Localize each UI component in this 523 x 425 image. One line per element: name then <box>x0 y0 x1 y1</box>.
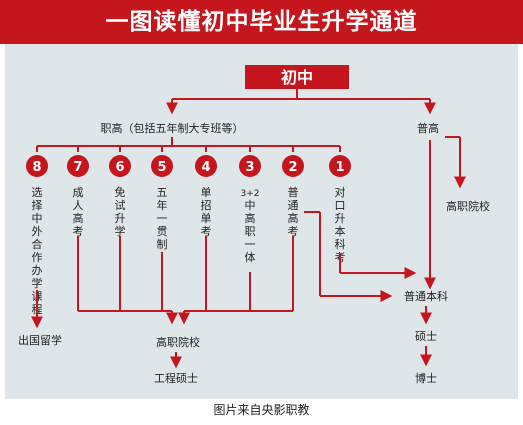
right-vocational-college: 高职院校 <box>446 199 490 213</box>
route-1-label: 对口升本科考 <box>335 185 346 264</box>
root-connectors <box>166 89 436 115</box>
route-7-label: 成人高考 <box>73 186 84 238</box>
root-label: 初中 <box>281 68 313 87</box>
route-4-number: 4 <box>201 160 210 175</box>
route-7-circle <box>67 155 89 177</box>
route-2-circle <box>282 155 304 177</box>
route-connectors <box>36 137 341 152</box>
route-8-number: 8 <box>32 160 41 175</box>
route-3-circle <box>239 155 261 177</box>
route-5-circle <box>151 155 173 177</box>
vocational-college-connectors <box>77 236 294 325</box>
general-high-connectors <box>424 136 466 290</box>
master: 硕士 <box>415 330 437 343</box>
header-banner: 一图读懂初中毕业生升学通道 <box>0 0 523 44</box>
doctor: 博士 <box>415 372 437 385</box>
general-high-label: 普高 <box>417 121 439 135</box>
route-1-number: 1 <box>335 160 344 175</box>
route1-connectors <box>339 253 417 279</box>
root-box <box>245 65 349 89</box>
route-7-number: 7 <box>73 160 82 175</box>
route-8-circle <box>26 155 48 177</box>
image-caption: 图片来自央影职教 <box>213 403 310 417</box>
route-4-circle <box>195 155 217 177</box>
route-6-circle <box>109 155 131 177</box>
route-2-number: 2 <box>288 160 297 175</box>
route-2-label: 普通高考 <box>288 185 299 238</box>
route-5-label: 五年一贯制 <box>157 186 168 251</box>
vocational-college: 高职院校 <box>156 335 200 349</box>
route-5-number: 5 <box>157 160 166 175</box>
regular-undergrad: 普通本科 <box>404 289 448 303</box>
engineering-master: 工程硕士 <box>154 372 198 385</box>
route-1-circle <box>329 155 351 177</box>
route-list: 8选择中外合作办学课程7成人高考6免试升学5五年一贯制4单招单考33+2中高职一… <box>26 155 351 316</box>
route-4-label: 单招单考 <box>201 186 212 238</box>
study-abroad: 出国留学 <box>18 333 62 347</box>
page-title: 一图读懂初中毕业生升学通道 <box>105 9 418 35</box>
route2-connectors <box>304 211 393 302</box>
vocational-high-label: 职高（包括五年制大专班等） <box>101 121 244 135</box>
route-6-label: 免试升学 <box>115 185 126 238</box>
route-6-number: 6 <box>115 160 124 175</box>
route-3-number: 3 <box>245 160 254 175</box>
